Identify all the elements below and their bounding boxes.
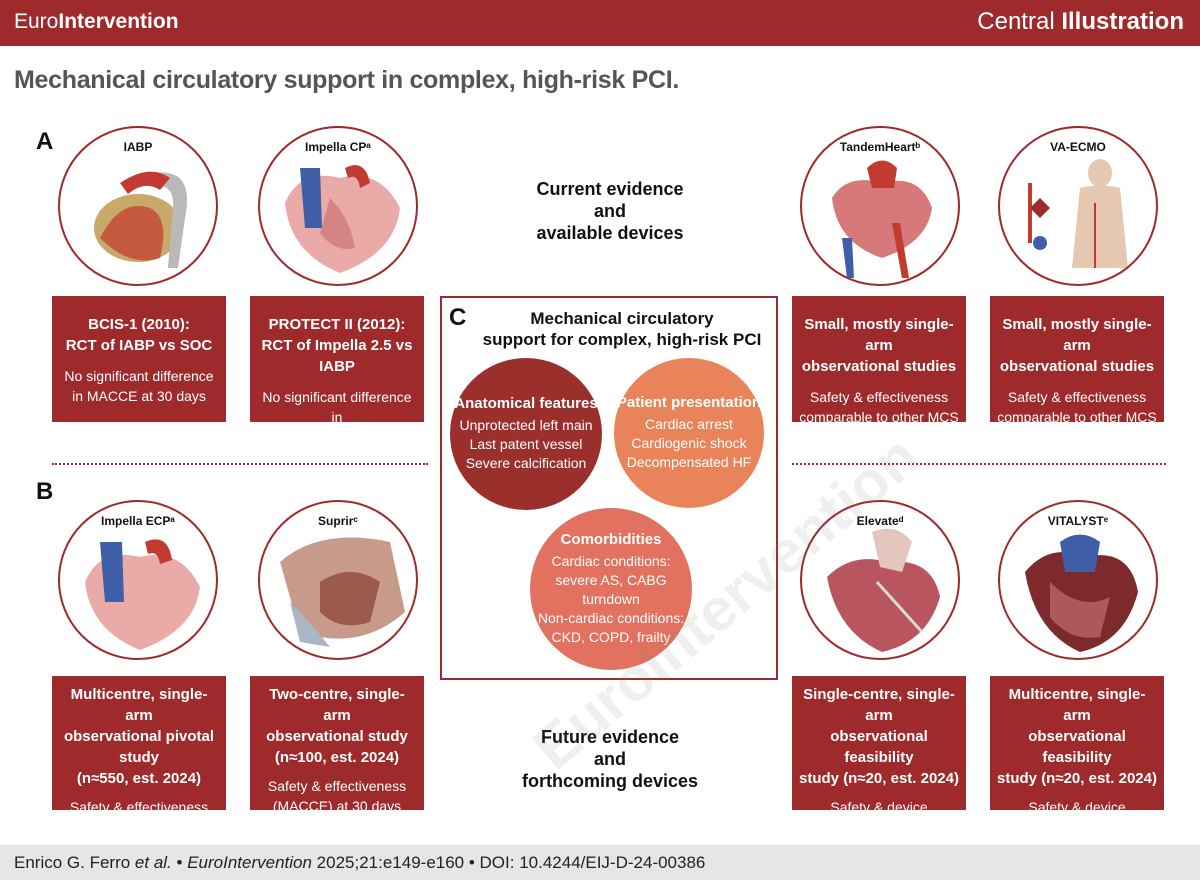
panel-b-letter: B: [36, 478, 54, 505]
panel-separator-right: [792, 463, 1166, 465]
device-name: TandemHeartᵇ: [839, 140, 921, 154]
device-name: Suprirᶜ: [318, 514, 358, 528]
panel-c: C Mechanical circulatory support for com…: [440, 296, 778, 680]
panel-a-heading: Current evidence and available devices: [536, 179, 684, 243]
heart-impella-ecp-icon: [85, 539, 200, 650]
heart-elevate-icon: [827, 528, 940, 652]
citation-footer: Enrico G. Ferro et al. • EuroInterventio…: [0, 845, 1200, 880]
heart-vitalyst-icon: [1025, 534, 1138, 652]
panel-c-letter: C: [449, 304, 467, 331]
device-tandemheart: TandemHeartᵇ: [800, 126, 960, 286]
page-title: Mechanical circulatory support in comple…: [14, 66, 680, 94]
device-impella-ecp: Impella ECPᵃ: [58, 500, 218, 660]
device-supira: Suprirᶜ: [258, 500, 418, 660]
device-vitalyst: VITALYSTᵉ: [998, 500, 1158, 660]
comorbidities-bubble: Comorbidities Cardiac conditions: severe…: [530, 508, 692, 670]
header-bar: EuroIntervention Central Illustration: [0, 0, 1200, 46]
anatomical-features-bubble: Anatomical features Unprotected left mai…: [450, 358, 602, 510]
evidence-box-iabp: BCIS-1 (2010):RCT of IABP vs SOC No sign…: [52, 296, 226, 422]
heart-supira-icon: [280, 537, 405, 647]
evidence-box-impella-cp: PROTECT II (2012):RCT of Impella 2.5 vs …: [250, 296, 424, 445]
device-name: Impella CPᵃ: [305, 140, 371, 154]
device-name: IABP: [123, 140, 153, 154]
device-name: Elevateᵈ: [856, 514, 904, 528]
device-name: Impella ECPᵃ: [101, 514, 175, 528]
body-va-ecmo-icon: [1028, 159, 1128, 268]
panel-b-heading: Future evidence and forthcoming devices: [521, 727, 699, 791]
device-elevate: Elevateᵈ: [800, 500, 960, 660]
central-illustration-label: Central Illustration: [977, 8, 1184, 35]
device-iabp: IABP: [58, 126, 218, 286]
device-impella-cp: Impella CPᵃ: [258, 126, 418, 286]
panel-a-letter: A: [36, 128, 54, 155]
heart-iabp-icon: [94, 171, 187, 268]
panel-c-title: Mechanical circulatory support for compl…: [482, 309, 762, 349]
journal-brand: EuroIntervention: [14, 10, 179, 33]
citation-text: Enrico G. Ferro et al. • EuroInterventio…: [14, 853, 706, 872]
device-va-ecmo: VA-ECMO: [998, 126, 1158, 286]
panel-separator-left: [52, 463, 428, 465]
heart-tandemheart-icon: [832, 160, 932, 278]
heart-impella-cp-icon: [285, 165, 400, 273]
device-name: VITALYSTᵉ: [1047, 514, 1109, 528]
patient-presentation-bubble: Patient presentation Cardiac arrest Card…: [614, 358, 764, 508]
device-name: VA-ECMO: [1050, 140, 1106, 154]
